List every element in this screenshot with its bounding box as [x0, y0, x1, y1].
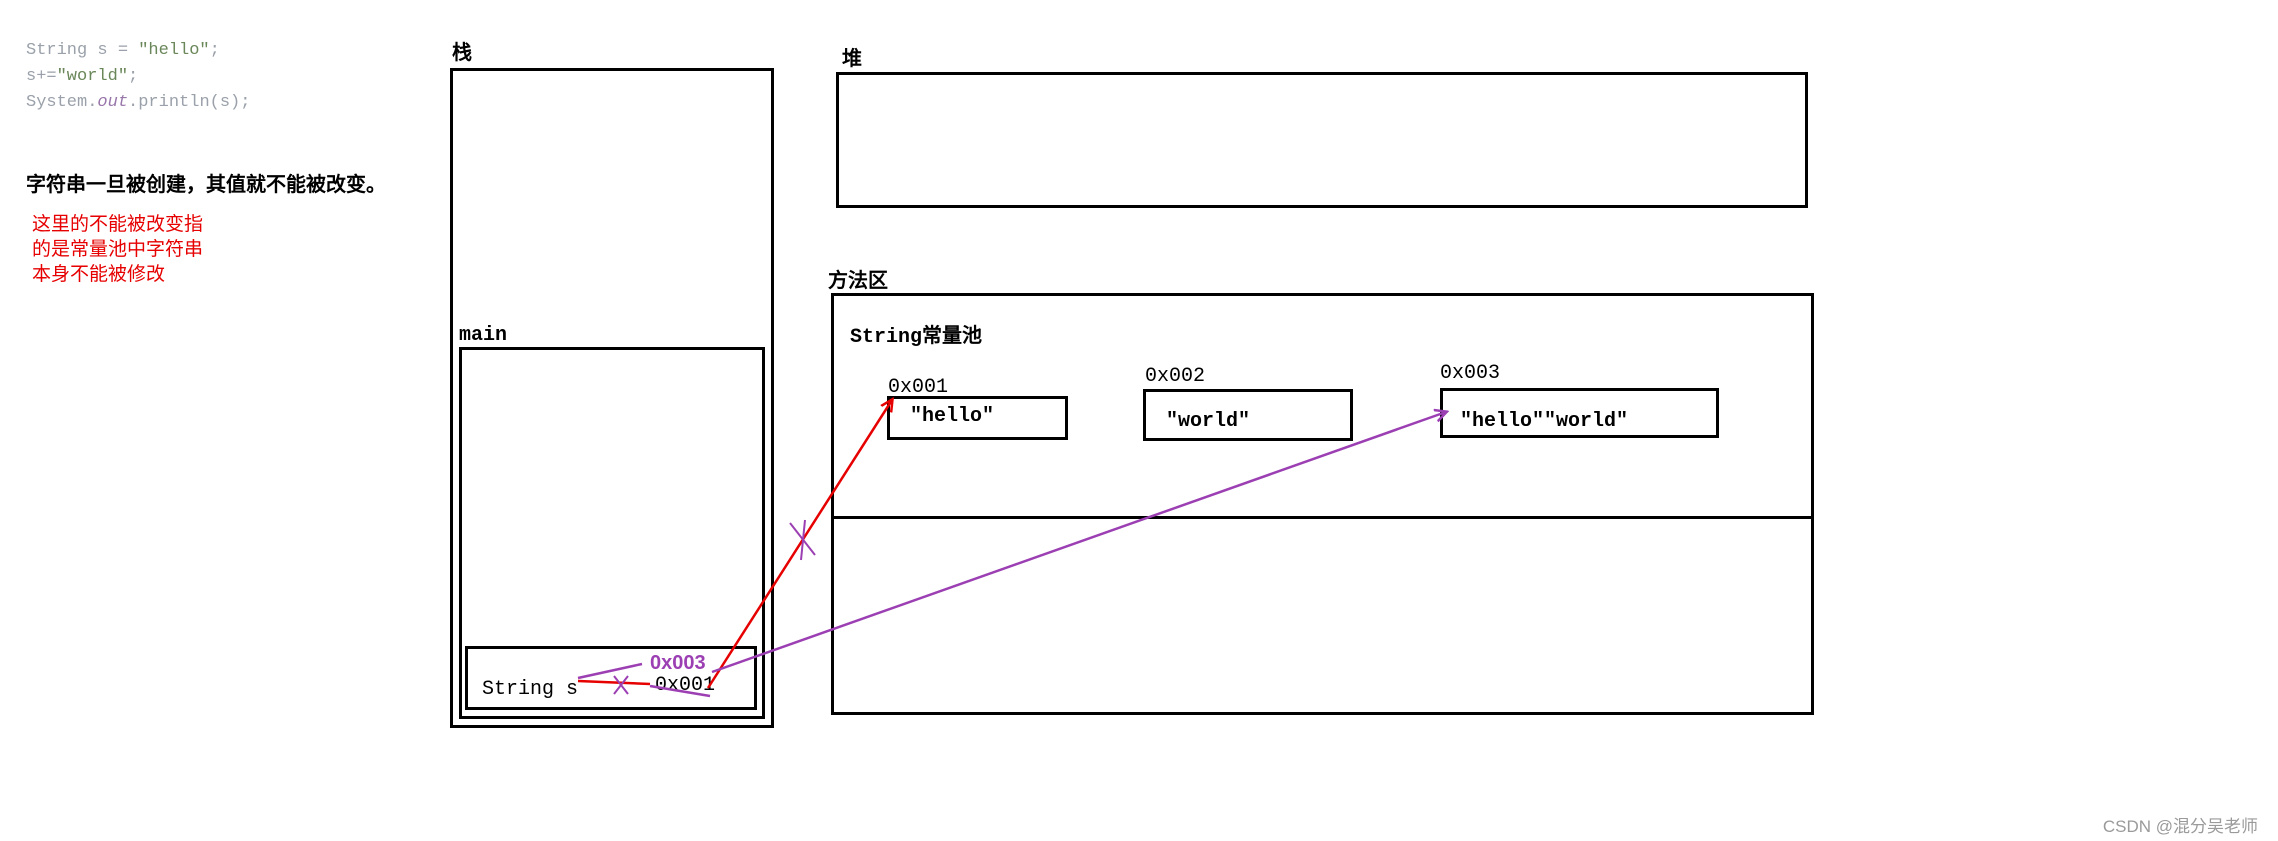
new-reference-arrow	[711, 412, 1446, 674]
old-reference-arrow	[706, 400, 892, 689]
variable-s-label: String s	[482, 678, 579, 701]
red-note: 这里的不能被改变指 的是常量池中字符串 本身不能被修改	[32, 212, 203, 287]
red-note-line-1: 这里的不能被改变指	[32, 214, 204, 235]
watermark: CSDN @混分吴老师	[2102, 817, 2258, 836]
string-pool-title: String常量池	[850, 326, 983, 349]
code-line-3: System.out.println(s);	[26, 93, 251, 112]
pool-entry-box-2	[1143, 389, 1353, 441]
method-area-box	[831, 293, 1814, 715]
stack-title: 栈	[452, 42, 472, 64]
new-reference-value: 0x003	[650, 652, 706, 674]
heap-title: 堆	[842, 48, 862, 70]
method-area-divider	[831, 516, 1814, 519]
pool-entry-addr-3: 0x003	[1440, 362, 1501, 385]
code-snippet: String s = "hello"; s+="world"; System.o…	[26, 38, 250, 116]
pool-entry-value-2: "world"	[1166, 410, 1251, 433]
main-frame-title: main	[459, 324, 508, 347]
cross-mark-old-ref-b	[613, 675, 629, 695]
var-to-new-ref-line	[577, 662, 643, 680]
pool-entry-value-3: "hello""world"	[1460, 410, 1629, 433]
method-area-title: 方法区	[828, 270, 888, 292]
cross-mark-red-arrow-b	[800, 519, 806, 561]
main-frame-box	[459, 347, 765, 719]
pool-entry-addr-2: 0x002	[1145, 365, 1206, 388]
heap-box	[836, 72, 1808, 208]
immutability-note: 字符串一旦被创建，其值就不能被改变。	[26, 174, 386, 196]
code-line-1: String s = "hello";	[26, 41, 220, 60]
old-reference-value: 0x001	[655, 674, 716, 697]
new-ref-underline	[649, 684, 711, 698]
pool-entry-value-1: "hello"	[910, 405, 995, 428]
stack-box	[450, 68, 774, 728]
red-note-line-3: 本身不能被修改	[32, 264, 166, 285]
code-line-2: s+="world";	[26, 67, 139, 86]
variable-s-box	[465, 646, 757, 710]
red-note-line-2: 的是常量池中字符串	[32, 239, 204, 260]
pool-entry-box-1	[887, 396, 1068, 440]
pool-entry-addr-1: 0x001	[888, 376, 949, 399]
var-to-old-ref-line	[577, 679, 651, 686]
